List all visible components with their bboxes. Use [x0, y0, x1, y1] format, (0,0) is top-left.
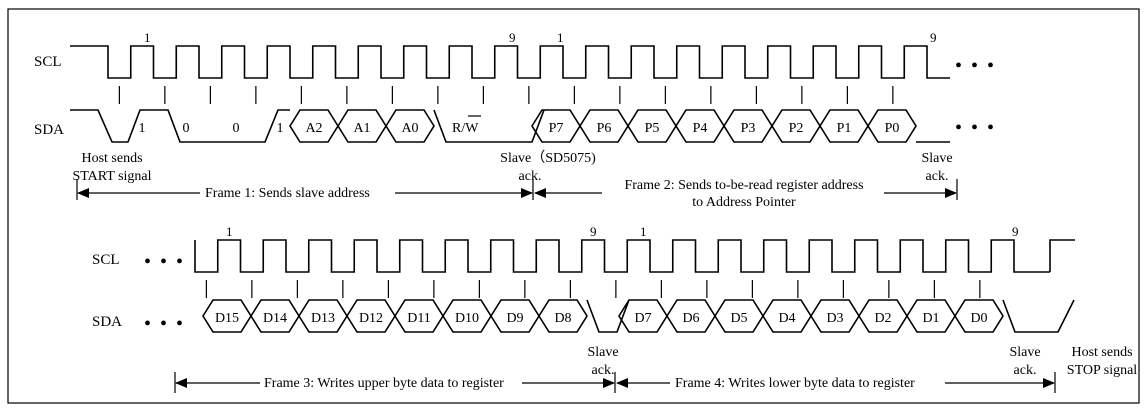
bottom-clock-mark-1b: 1: [640, 224, 647, 239]
top-sda-bit-2: 0: [183, 121, 190, 136]
top-sda-ellipsis: • • •: [955, 117, 996, 139]
top-clock-mark-1: 1: [144, 30, 151, 45]
bottom-sda-ack1-trace: [586, 299, 630, 333]
top-sda-bit-1: 1: [139, 121, 146, 136]
bottom-upper-bit-D12: D12: [359, 311, 383, 326]
frame2-label-line2: to Address Pointer: [692, 195, 796, 210]
top-sda-bit-4: 1: [277, 121, 284, 136]
host-start-line2: START signal: [72, 169, 151, 184]
top-sda-bit-5: A2: [305, 121, 322, 136]
top-clock-mark-9b: 9: [930, 30, 937, 45]
top-clock-mark-9: 9: [509, 30, 516, 45]
bottom-upper-bit-D13: D13: [311, 311, 335, 326]
diagram-frame: [7, 8, 1140, 404]
bottom-lower-bit-D3: D3: [826, 311, 843, 326]
top-sda-rw-ack-trace: [433, 109, 545, 143]
top-pointer-bit-P6: P6: [597, 121, 612, 136]
bottom-scl-trace: [194, 239, 1050, 273]
host-start-line1: Host sends: [81, 151, 142, 166]
bottom-sda-upper-cell-8: [538, 299, 588, 333]
top-sda-bit-6: A1: [353, 121, 370, 136]
rw-overbar-letter: W: [465, 121, 479, 136]
bottom-lower-bit-D6: D6: [682, 311, 699, 326]
slave-ack-top-line2: ack.: [926, 169, 949, 184]
frame3-label: Frame 3: Writes upper byte data to regis…: [264, 376, 504, 391]
bottom-clock-ticks: [205, 280, 981, 298]
top-clock-ticks: [118, 86, 894, 104]
bottom-upper-bit-D15: D15: [215, 311, 239, 326]
bottom-scl-waveform: [194, 239, 1075, 273]
bottom-clock-mark-1: 1: [226, 224, 233, 239]
top-scl-label: SCL: [34, 54, 62, 70]
bottom-sda-lower-cell-8: [954, 299, 1004, 333]
slave-ack-bottom2-line1: Slave: [1009, 345, 1040, 360]
top-pointer-bit-P5: P5: [645, 121, 660, 136]
host-stop-line1: Host sends: [1071, 345, 1132, 360]
bottom-clock-mark-9: 9: [590, 224, 597, 239]
top-clock-mark-1b: 1: [557, 30, 564, 45]
bottom-upper-bit-D9: D9: [506, 311, 523, 326]
bottom-upper-bit-D11: D11: [407, 311, 431, 326]
top-scl-ellipsis: • • •: [955, 55, 996, 77]
host-stop-line2: STOP signal: [1067, 363, 1138, 378]
top-sda-label: SDA: [34, 122, 64, 138]
slave-ack-sd5075-line1: Slave（SD5075): [500, 150, 596, 166]
top-pointer-bit-P3: P3: [741, 121, 756, 136]
slave-ack-bottom1-line1: Slave: [587, 345, 618, 360]
bottom-upper-bit-D10: D10: [455, 311, 479, 326]
bottom-sda-stop-trace: [1002, 299, 1075, 333]
bottom-lower-bit-D4: D4: [778, 311, 795, 326]
slave-ack-sd5075-line2: ack.: [519, 169, 542, 184]
bottom-bit-labels: D15 D14 D13 D12 D11 D10 D9 D8 D7 D6 D5 D4 D3 D2 D1 D0: [215, 311, 988, 326]
bottom-lower-bit-D5: D5: [730, 311, 747, 326]
top-pointer-bit-P7: P7: [549, 121, 564, 136]
top-sda-pointer-cell-8: [867, 109, 917, 143]
top-sda-bit-3: 0: [233, 121, 240, 136]
bottom-sda-label: SDA: [92, 314, 122, 330]
top-sda-waveform: [70, 109, 950, 143]
slave-ack-bottom2-line2: ack.: [1014, 363, 1037, 378]
top-pointer-bit-P4: P4: [693, 121, 708, 136]
rw-label: R/W: [452, 121, 479, 136]
top-sda-addr-cell-3: [385, 109, 435, 143]
top-pointer-bit-P2: P2: [789, 121, 804, 136]
slave-ack-bottom1-line2: ack.: [592, 363, 615, 378]
top-pointer-bit-P0: P0: [885, 121, 900, 136]
bottom-scl-stop: [1049, 239, 1075, 272]
bottom-lower-bit-D1: D1: [922, 311, 939, 326]
frame2-label-line1: Frame 2: Sends to-be-read register addre…: [624, 178, 863, 193]
bottom-lower-bit-D0: D0: [970, 311, 987, 326]
bottom-lower-bit-D7: D7: [634, 311, 651, 326]
bottom-scl-label: SCL: [92, 252, 120, 268]
bottom-clock-mark-9b: 9: [1012, 224, 1019, 239]
top-bit-labels: 1 0 0 1 A2 A1 A0 P7 P6 P5 P4 P3 P2 P1 P0: [139, 121, 900, 136]
top-scl-trace: [70, 45, 950, 79]
bottom-upper-bit-D8: D8: [554, 311, 571, 326]
frame1-label: Frame 1: Sends slave address: [205, 186, 370, 201]
top-scl-waveform: [70, 45, 950, 79]
top-sda-bit-7: A0: [401, 121, 418, 136]
bottom-upper-bit-D14: D14: [263, 311, 287, 326]
bottom-sda-ellipsis: • • •: [144, 313, 185, 335]
bottom-lower-bit-D2: D2: [874, 311, 891, 326]
bottom-scl-ellipsis: • • •: [144, 251, 185, 273]
slave-ack-top-line1: Slave: [921, 151, 952, 166]
bottom-sda-waveform: [202, 299, 1075, 333]
frame4-label: Frame 4: Writes lower byte data to regis…: [675, 376, 915, 391]
top-sda-address-trace: [70, 109, 290, 143]
top-pointer-bit-P1: P1: [837, 121, 852, 136]
